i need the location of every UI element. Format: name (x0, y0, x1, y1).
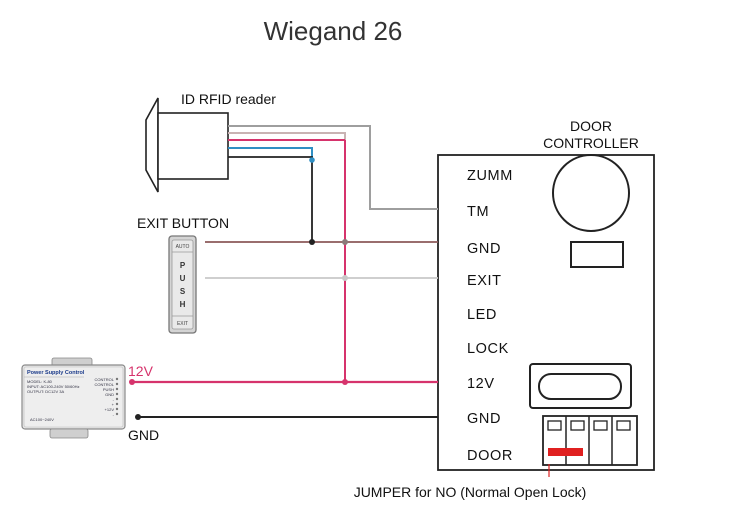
wire-blue (228, 147, 313, 160)
terminal-tm: TM (467, 204, 489, 220)
rfid-reader-body (157, 112, 229, 180)
psu-side-label-0: CONTROL (94, 377, 114, 382)
exit-button-top-text: AUTO (176, 244, 190, 250)
buzzer-icon (552, 154, 630, 232)
junction-exit (342, 275, 348, 281)
psu-bottom-text: AC100~240V (30, 417, 54, 422)
push-letter-h: H (180, 300, 186, 309)
psu-line1: MODEL: K-80 (27, 379, 53, 384)
rfid-reader (145, 97, 229, 193)
controller-label-line2: CONTROLLER (543, 135, 639, 151)
junction-12v (342, 379, 348, 385)
exit-button-device (168, 235, 197, 334)
psu-side-label-4: - (113, 397, 115, 402)
terminal-exit: EXIT (467, 273, 502, 289)
push-letter-u: U (180, 274, 186, 283)
rfid-reader-face (145, 97, 159, 193)
junction-gnd (309, 239, 315, 245)
junction-blue (309, 157, 315, 163)
terminal-door: DOOR (467, 448, 513, 464)
junction-gnd-2 (342, 239, 348, 245)
psu-gnd-label: GND (128, 427, 159, 443)
terminal-lock: LOCK (467, 341, 509, 357)
psu-line3: OUTPUT: DC12V 3A (27, 389, 64, 394)
wire-exit-reader (228, 132, 346, 278)
push-letter-s: S (180, 287, 186, 296)
controller-label-line1: DOOR (570, 118, 612, 134)
exit-button-bottom-text: EXIT (177, 321, 188, 327)
psu-line2: INPUT: AC100-240V 50/60Hz (27, 384, 79, 389)
terminal-block (542, 415, 638, 466)
terminal-gnd-2: GND (467, 411, 501, 427)
psu-12v-label: 12V (128, 363, 154, 379)
jumper-icon (548, 448, 583, 456)
terminal-zumm: ZUMM (467, 168, 513, 184)
push-letter-p: P (180, 261, 186, 270)
relay-coil-icon (538, 373, 622, 400)
psu-side-label-6: +12V (105, 407, 115, 412)
psu-side-label-1: CONTROL (94, 382, 114, 387)
psu-side-label-5: + (112, 402, 115, 407)
terminal-gnd-1: GND (467, 241, 501, 257)
power-supply-device (21, 357, 126, 439)
psu-12v-terminal-icon (129, 379, 135, 385)
jumper-label: JUMPER for NO (Normal Open Lock) (354, 484, 587, 500)
psu-side-label-7: - (113, 412, 115, 417)
rfid-reader-label: ID RFID reader (181, 91, 276, 107)
psu-side-label-3: GND (105, 392, 114, 397)
terminal-12v: 12V (467, 376, 495, 392)
diagram-title: Wiegand 26 (264, 16, 403, 46)
psu-side-label-2: PUSH (103, 387, 114, 392)
psu-gnd-terminal-icon (135, 414, 141, 420)
controller-terminals: ZUMM TM GND EXIT LED LOCK 12V GND DOOR (467, 168, 513, 464)
exit-button-label: EXIT BUTTON (137, 215, 229, 231)
psu-title: Power Supply Control (27, 370, 85, 376)
wire-tm-gray (228, 125, 438, 210)
wire-gnd-reader (228, 156, 313, 242)
buzzer-block-icon (570, 241, 624, 268)
terminal-led: LED (467, 307, 497, 323)
